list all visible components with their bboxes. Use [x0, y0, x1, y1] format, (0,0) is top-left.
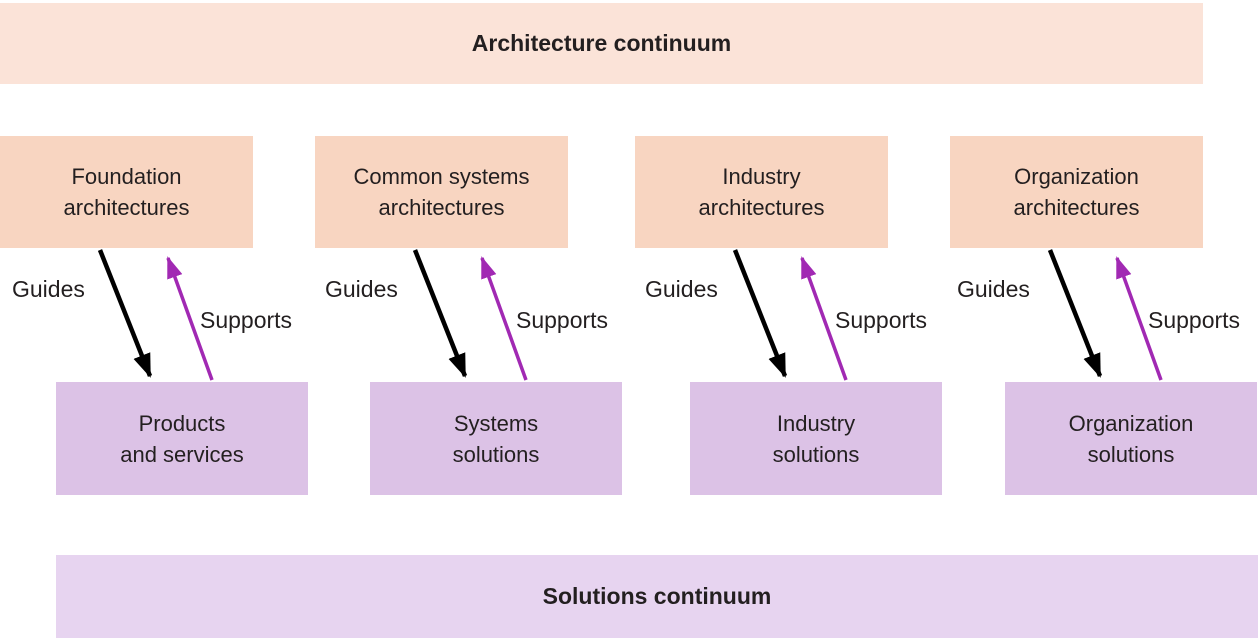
supports-label: Supports [516, 307, 609, 333]
box-label-line: Foundation [71, 164, 182, 189]
guides-label: Guides [957, 276, 1030, 302]
box-label-line: Industry [722, 164, 801, 189]
box-label-line: solutions [772, 441, 860, 467]
box-label-line: Industry [776, 410, 856, 436]
organization-solutions-box: Organization solutions [1005, 382, 1257, 495]
architecture-continuum-label: Architecture continuum [471, 30, 732, 56]
box-label-line: Organization [1014, 164, 1139, 189]
box-label-line: Products [138, 410, 226, 436]
box-label-line: architectures [63, 195, 190, 220]
guides-arrow-3 [732, 249, 788, 378]
products-and-services-box: Products and services [56, 382, 308, 495]
supports-label: Supports [200, 307, 293, 333]
box-label-line: solutions [1087, 441, 1175, 467]
common-systems-architectures-box: Common systems architectures [315, 136, 568, 248]
organization-architectures-box: Organization architectures [950, 136, 1203, 248]
industry-architectures-box: Industry architectures [635, 136, 888, 248]
supports-label: Supports [835, 307, 928, 333]
supports-label: Supports [1148, 307, 1241, 333]
box-label-line: architectures [378, 195, 505, 220]
guides-label: Guides [325, 276, 398, 302]
box-label-line: Systems [453, 410, 539, 436]
guides-label: Guides [645, 276, 718, 302]
foundation-architectures-box: Foundation architectures [0, 136, 253, 248]
box-label-line: architectures [1013, 195, 1140, 220]
box-label-line: Common systems [353, 164, 530, 189]
solutions-continuum-label: Solutions continuum [542, 583, 772, 609]
guides-arrow-1 [97, 249, 153, 378]
guides-label: Guides [12, 276, 85, 302]
box-label-line: architectures [698, 195, 825, 220]
solutions-continuum-bar: Solutions continuum [56, 555, 1258, 638]
box-label-line: Organization [1068, 410, 1194, 436]
box-label-line: solutions [452, 441, 540, 467]
guides-arrow-4 [1047, 249, 1103, 378]
box-label-line: and services [120, 441, 244, 467]
guides-arrow-2 [412, 249, 468, 378]
industry-solutions-box: Industry solutions [690, 382, 942, 495]
architecture-continuum-bar: Architecture continuum [0, 3, 1203, 84]
systems-solutions-box: Systems solutions [370, 382, 622, 495]
